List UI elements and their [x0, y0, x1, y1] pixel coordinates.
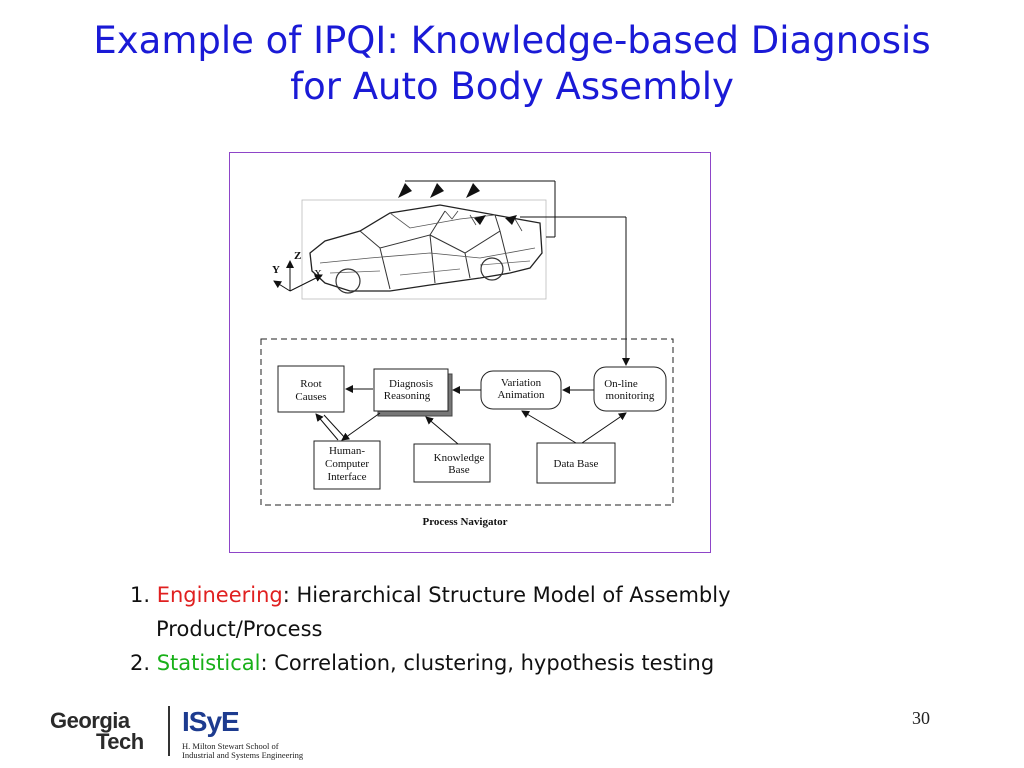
- slide-title: Example of IPQI: Knowledge-based Diagnos…: [0, 18, 1024, 110]
- logo-divider: [168, 706, 170, 756]
- hci-line3: Interface: [327, 471, 366, 483]
- slide-title-line2: for Auto Body Assembly: [290, 65, 734, 108]
- variation-animation-box: Variation Animation: [480, 370, 562, 410]
- online-monitoring-line1: On-line: [604, 378, 638, 390]
- human-computer-interface-box: Human- Computer Interface: [313, 440, 381, 490]
- knowledge-base-box: Knowledge Base: [413, 443, 491, 483]
- knowledge-base-line1: Knowledge: [434, 452, 485, 464]
- bullet-item-1-continuation: Product/Process: [156, 617, 323, 641]
- bullet-2-keyword: Statistical: [156, 651, 261, 675]
- logo-georgia: Georgia: [50, 708, 130, 733]
- axis-z-label: Z: [294, 250, 301, 262]
- bullet-1-keyword: Engineering: [156, 583, 283, 607]
- online-monitoring-box: On-line monitoring: [593, 366, 667, 412]
- knowledge-base-line2: Base: [448, 464, 470, 476]
- logo-tech: Tech: [96, 729, 144, 754]
- figure-frame: Z Y X Root Causes Diagnosis Reasoning Va…: [229, 152, 711, 553]
- diagram-arrows: [315, 385, 627, 445]
- bullet-2-number: 2.: [130, 651, 157, 675]
- logo-subtitle: H. Milton Stewart School of Industrial a…: [182, 742, 303, 760]
- root-causes-box: Root Causes: [277, 365, 345, 413]
- logo-sub-line2: Industrial and Systems Engineering: [182, 750, 304, 760]
- logo-isye: ISyE: [182, 706, 240, 737]
- diagnosis-reasoning-line1: Diagnosis: [389, 378, 433, 390]
- coordinate-axes: Z Y X: [272, 250, 323, 292]
- georgia-tech-wordmark: Georgia Tech: [50, 708, 144, 754]
- bullet-2-text: : Correlation, clustering, hypothesis te…: [260, 651, 715, 675]
- online-monitoring-line2: monitoring: [606, 390, 655, 402]
- bullet-item-2: 2. Statistical: Correlation, clustering,…: [130, 646, 731, 680]
- data-base-box: Data Base: [536, 442, 616, 484]
- measurement-lines: [405, 180, 630, 366]
- bullet-item-1: 1. Engineering: Hierarchical Structure M…: [130, 578, 731, 612]
- slide-title-line1: Example of IPQI: Knowledge-based Diagnos…: [93, 19, 931, 62]
- bullet-1-text: : Hierarchical Structure Model of Assemb…: [282, 583, 731, 607]
- page-number: 30: [912, 708, 930, 728]
- bullet-list: 1. Engineering: Hierarchical Structure M…: [130, 578, 731, 680]
- bullet-1-number: 1.: [130, 583, 157, 607]
- data-base-label: Data Base: [554, 458, 599, 470]
- root-causes-line2: Causes: [295, 391, 326, 403]
- diagnosis-reasoning-line2: Reasoning: [384, 390, 431, 402]
- process-navigator-diagram: Z Y X Root Causes Diagnosis Reasoning Va…: [260, 180, 674, 528]
- variation-animation-line1: Variation: [501, 377, 542, 389]
- axis-y-label: Y: [272, 264, 280, 276]
- hci-line2: Computer: [325, 458, 369, 470]
- logo-sub-line1: H. Milton Stewart School of: [182, 741, 279, 751]
- hci-line1: Human-: [329, 445, 365, 457]
- root-causes-line1: Root: [300, 378, 321, 390]
- axis-x-label: X: [314, 268, 322, 280]
- georgia-tech-isye-logo: Georgia Tech ISyE H. Milton Stewart Scho…: [50, 702, 330, 762]
- diagram-caption: Process Navigator: [422, 516, 507, 528]
- diagnosis-reasoning-box: Diagnosis Reasoning: [373, 368, 453, 417]
- variation-animation-line2: Animation: [497, 389, 545, 401]
- car-body-drawing: [301, 183, 547, 300]
- process-navigator-boundary: [260, 338, 674, 506]
